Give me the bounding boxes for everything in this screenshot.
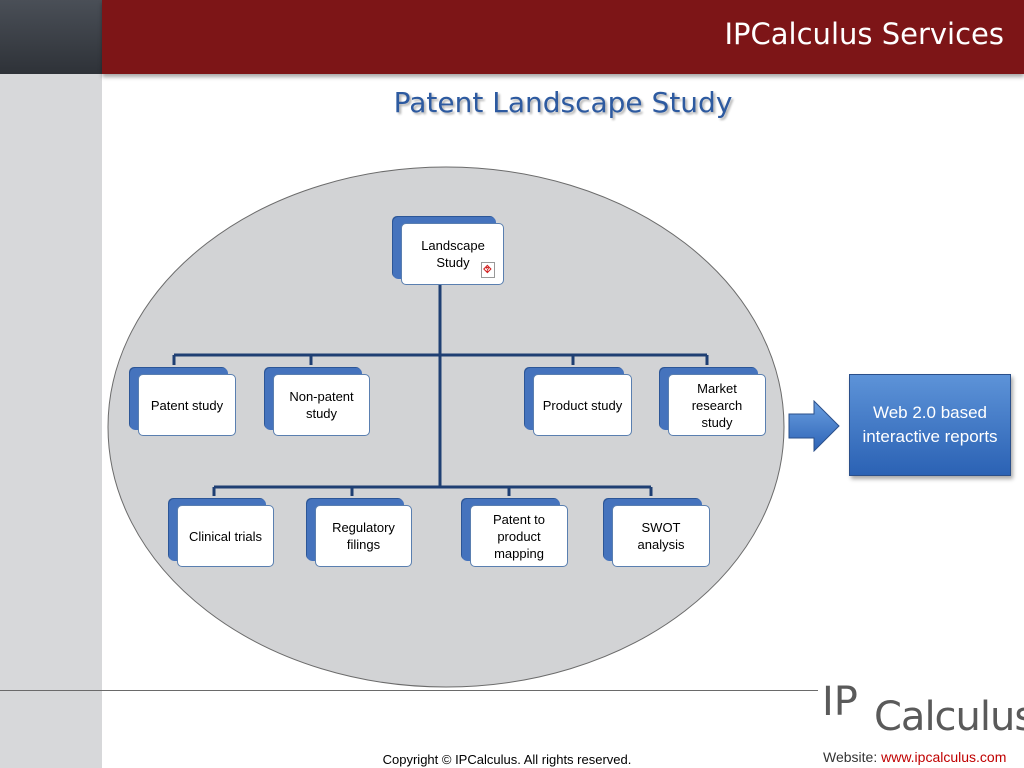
left-sidebar-band bbox=[0, 0, 102, 768]
right-arrow-icon bbox=[788, 400, 840, 452]
header-title: IPCalculus Services bbox=[724, 17, 1005, 51]
logo-calculus-text: Calculus bbox=[874, 694, 1024, 740]
node-patent-study: Patent study bbox=[138, 374, 236, 436]
node-market-research-study: Market research study bbox=[668, 374, 766, 436]
node-non-patent-study: Non-patent study bbox=[273, 374, 370, 436]
web-reports-box: Web 2.0 based interactive reports bbox=[849, 374, 1011, 476]
node-swot-analysis: SWOT analysis bbox=[612, 505, 710, 567]
node-landscape-study: Landscape Study ⯑ bbox=[401, 223, 504, 285]
tree-connectors bbox=[172, 285, 709, 496]
node-regulatory-filings: Regulatory filings bbox=[315, 505, 412, 567]
node-label: Patent study bbox=[150, 397, 224, 413]
website-label: Website: bbox=[823, 749, 882, 765]
website-link[interactable]: www.ipcalculus.com bbox=[881, 749, 1007, 765]
node-label: SWOT analysis bbox=[637, 520, 685, 552]
node-label: Non-patent study bbox=[289, 389, 354, 421]
website-line: Website: www.ipcalculus.com bbox=[823, 749, 1006, 765]
node-label: Clinical trials bbox=[189, 528, 262, 544]
node-label: Product study bbox=[542, 397, 623, 413]
header-bar: IPCalculus Services bbox=[102, 0, 1024, 74]
web-reports-label: Web 2.0 based interactive reports bbox=[862, 403, 998, 446]
logo-ip-text: IP bbox=[822, 679, 858, 725]
slide-title: Patent Landscape Study bbox=[393, 86, 733, 119]
left-header-block bbox=[0, 0, 102, 74]
footer-divider bbox=[0, 690, 818, 691]
node-label: Patent to product mapping bbox=[492, 511, 546, 561]
pdf-icon[interactable]: ⯑ bbox=[481, 262, 495, 278]
ipcalculus-logo: IP Calculus bbox=[822, 676, 1024, 737]
node-label: Market research study bbox=[691, 380, 743, 430]
node-patent-to-product-mapping: Patent to product mapping bbox=[470, 505, 568, 567]
node-product-study: Product study bbox=[533, 374, 632, 436]
node-clinical-trials: Clinical trials bbox=[177, 505, 274, 567]
copyright-text: Copyright © IPCalculus. All rights reser… bbox=[382, 752, 632, 767]
node-label: Landscape Study bbox=[421, 238, 485, 270]
node-label: Regulatory filings bbox=[332, 520, 395, 552]
